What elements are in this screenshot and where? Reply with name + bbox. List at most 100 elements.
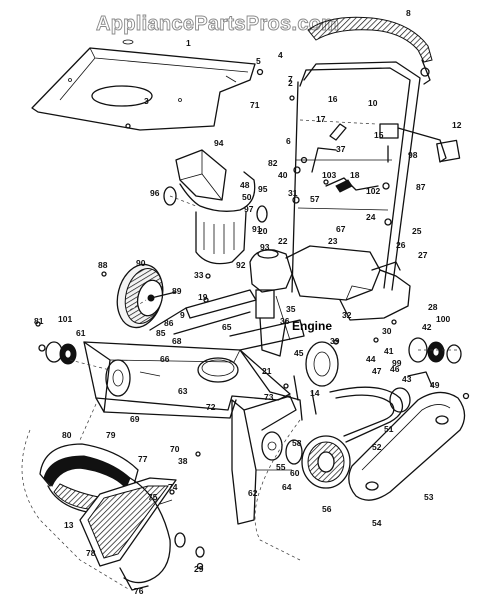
callout-96: 96 [150,188,160,198]
pulley-belt-part [285,341,433,489]
auger-housing-part [83,341,303,421]
callout-5: 5 [256,56,261,66]
callout-46: 46 [390,364,400,374]
callout-36: 36 [280,316,290,326]
callout-20: 20 [258,226,268,236]
callout-94: 94 [214,138,224,148]
leader-lines [21,119,460,591]
callout-60: 60 [290,468,300,478]
callout-74: 74 [168,482,178,492]
callout-9: 9 [180,310,185,320]
engine-label: Engine [292,319,332,333]
callout-15: 15 [374,130,384,140]
callout-80: 80 [62,430,72,440]
callout-38: 38 [178,456,188,466]
frame-part [149,289,305,351]
callout-12: 12 [452,120,462,130]
callout-89: 89 [172,286,182,296]
auger-part [39,443,205,591]
callout-103: 103 [322,170,336,180]
callout-55: 55 [276,462,286,472]
gearbox-part [231,395,297,525]
callout-7: 7 [288,74,293,84]
callout-17: 17 [316,114,326,124]
callout-50: 50 [242,192,252,202]
callout-102: 102 [366,186,380,196]
callout-37: 37 [336,144,346,154]
callout-68: 68 [172,336,182,346]
callout-3: 3 [144,96,149,106]
callout-72: 72 [206,402,216,412]
callout-24: 24 [366,212,376,222]
callout-87: 87 [416,182,426,192]
callout-27: 27 [418,250,428,260]
callout-82: 82 [268,158,278,168]
watermark: AppliancePartsPros.com [96,13,339,35]
callout-29: 29 [194,564,204,574]
callout-51: 51 [384,424,394,434]
callout-1: 1 [186,38,191,48]
callout-73: 73 [264,392,274,402]
callout-23: 23 [328,236,338,246]
discharge-chute-part [163,149,268,265]
callout-67: 67 [336,224,346,234]
callout-90: 90 [136,258,146,268]
callout-92: 92 [236,260,246,270]
belt-cover-part [348,391,466,501]
callout-57: 57 [310,194,320,204]
callout-18: 18 [350,170,360,180]
left-bearing-part [38,341,77,365]
handle-frame-part [291,61,421,293]
callout-32: 32 [342,310,352,320]
callout-66: 66 [160,354,170,364]
callout-33: 33 [194,270,204,280]
callout-16: 16 [328,94,338,104]
callout-10: 10 [368,98,378,108]
callout-48: 48 [240,180,250,190]
callout-43: 43 [402,374,412,384]
callout-64: 64 [282,482,292,492]
callout-25: 25 [412,226,422,236]
fasteners [35,68,470,570]
callout-62: 62 [248,488,258,498]
callout-91: 91 [252,224,262,234]
callout-26: 26 [396,240,406,250]
callout-52: 52 [372,442,382,452]
callout-65: 65 [222,322,232,332]
callout-77: 77 [138,454,148,464]
callout-19: 19 [198,292,208,302]
callout-79: 79 [106,430,116,440]
callout-2: 2 [288,78,293,88]
callout-31: 31 [288,188,298,198]
callout-63: 63 [178,386,188,396]
callout-93: 93 [260,242,270,252]
callout-54: 54 [372,518,382,528]
callout-41: 41 [384,346,394,356]
callout-99: 99 [392,358,402,368]
callout-100: 100 [436,314,450,324]
callout-21: 21 [262,366,272,376]
callout-81: 81 [34,316,44,326]
callout-30: 30 [382,326,392,336]
callout-47: 47 [372,366,382,376]
callout-95: 95 [258,184,268,194]
callout-40: 40 [278,170,288,180]
callout-75: 75 [148,492,158,502]
callout-58: 58 [292,438,302,448]
callout-69: 69 [130,414,140,424]
callout-6: 6 [286,136,291,146]
control-bracket-part [311,123,461,193]
callout-71: 71 [250,100,260,110]
callout-88: 88 [98,260,108,270]
callout-56: 56 [322,504,332,514]
callout-8: 8 [406,8,411,18]
wheel-part [116,263,177,329]
callout-49: 49 [430,380,440,390]
callout-39: 39 [330,336,340,346]
callout-101: 101 [58,314,72,324]
callout-14: 14 [310,388,320,398]
callout-labels: 1 2 3 4 5 6 7 8 9 10 12 13 14 15 16 17 1… [34,8,462,596]
callout-86: 86 [164,318,174,328]
callout-35: 35 [286,304,296,314]
